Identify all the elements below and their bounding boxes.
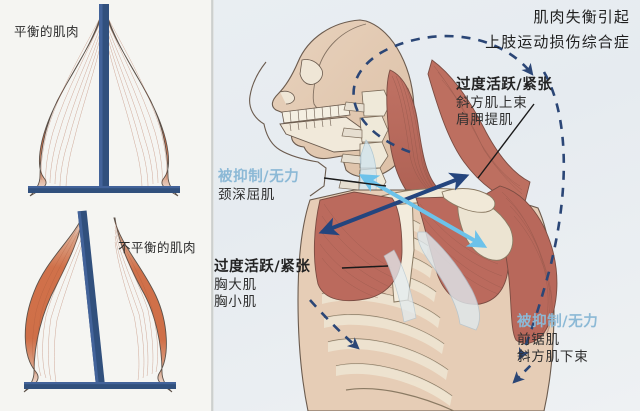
deep-flexor-state: 被抑制/无力 (218, 169, 300, 185)
balanced-post (99, 4, 109, 192)
serratus-state: 被抑制/无力 (517, 314, 599, 330)
face-profile (249, 61, 327, 197)
upper-trap-muscle-1: 斜方肌上束 (456, 94, 528, 111)
unbalanced-muscle-caption: 不平衡的肌肉 (118, 240, 197, 255)
serratus-muscle-1: 前锯肌 (517, 331, 560, 348)
label-pectoral: 过度活跃/紧张 胸大肌 胸小肌 (214, 258, 311, 311)
pectoral-muscle-1: 胸大肌 (214, 276, 257, 293)
panel-divider (211, 0, 214, 411)
left-panel-svg (23, 4, 180, 393)
unbalanced-post (77, 210, 106, 389)
muscle-left-bottom (23, 213, 85, 393)
unbalanced-muscle-diagram (23, 210, 176, 393)
pectoral-state: 过度活跃/紧张 (214, 259, 311, 275)
right-panel-anatomy: 肌肉失衡引起 上肢运动损伤综合症 过度活跃/紧张 斜方肌上束 肩胛提肌 被抑制/… (214, 0, 640, 411)
serratus-anterior (383, 231, 480, 331)
orbit (299, 59, 323, 85)
title-line-1: 肌肉失衡引起 (533, 8, 630, 26)
muscle-left-top (29, 7, 105, 197)
balanced-muscle-caption: 平衡的肌肉 (14, 24, 80, 39)
pectoral-muscle-2: 胸小肌 (214, 293, 257, 310)
upper-trap-state: 过度活跃/紧张 (456, 77, 553, 93)
upper-trap-muscle-2: 肩胛提肌 (456, 111, 514, 128)
serratus-muscle-2: 斜方肌下束 (517, 348, 589, 365)
nasal-aperture (279, 90, 295, 105)
title-line-2: 上肢运动损伤综合症 (485, 33, 630, 52)
lower-teeth (289, 118, 332, 132)
label-upper-trapezius: 过度活跃/紧张 斜方肌上束 肩胛提肌 (456, 76, 553, 129)
unbalanced-base (24, 382, 176, 389)
diagram-title: 肌肉失衡引起 上肢运动损伤综合症 (485, 8, 630, 52)
upper-teeth (289, 104, 340, 123)
label-serratus: 被抑制/无力 前锯肌 斜方肌下束 (517, 313, 598, 366)
balanced-muscle-diagram (28, 4, 180, 197)
balanced-base (28, 186, 180, 193)
left-panel-diagrams: 平衡的肌肉 不平衡的肌肉 (0, 0, 211, 411)
muscle-right-top (103, 7, 179, 197)
deep-flexor-muscle-1: 颈深屈肌 (218, 186, 276, 203)
label-deep-neck-flexor: 被抑制/无力 颈深屈肌 (218, 168, 299, 204)
